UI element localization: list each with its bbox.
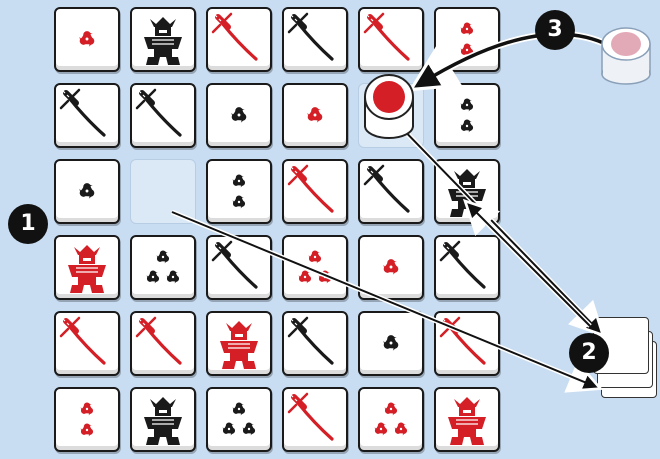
samurai-armor-icon [208, 313, 270, 374]
tomoe-icon [360, 237, 422, 298]
board-tile-samurai-black[interactable] [130, 7, 196, 72]
sword-icon [436, 313, 498, 374]
samurai-armor-icon [56, 237, 118, 298]
sword-icon [56, 85, 118, 146]
board-tile-tomoe-2-red[interactable] [434, 7, 500, 72]
tomoe-icon [56, 389, 118, 450]
board-tile-sword-red[interactable] [282, 159, 348, 224]
board-tile-samurai-red[interactable] [206, 311, 272, 376]
board-tile-sword-red[interactable] [434, 311, 500, 376]
board-tile-sword-red[interactable] [282, 387, 348, 452]
board-tile-sword-black[interactable] [130, 83, 196, 148]
board-tile-sword-red[interactable] [54, 311, 120, 376]
board-tile-sword-black[interactable] [434, 235, 500, 300]
tomoe-icon [284, 237, 346, 298]
sword-icon [284, 161, 346, 222]
sword-icon [284, 313, 346, 374]
board-tile-tomoe-1-red[interactable] [358, 235, 424, 300]
board-tile-tomoe-3-black[interactable] [206, 387, 272, 452]
board-tile-sword-black[interactable] [54, 83, 120, 148]
board-tile-sword-black[interactable] [282, 7, 348, 72]
sword-icon [284, 389, 346, 450]
board-tile-sword-red[interactable] [358, 7, 424, 72]
sword-icon [132, 313, 194, 374]
tomoe-icon [284, 85, 346, 146]
board-tile-tomoe-2-red[interactable] [54, 387, 120, 452]
board-tile-tomoe-2-black[interactable] [434, 83, 500, 148]
board-tile-tomoe-2-black[interactable] [206, 159, 272, 224]
tomoe-icon [208, 161, 270, 222]
board-tile-sword-black[interactable] [282, 311, 348, 376]
tomoe-icon [208, 85, 270, 146]
board-tile-samurai-black[interactable] [130, 387, 196, 452]
sword-icon [208, 237, 270, 298]
placed-token[interactable] [362, 70, 416, 142]
tomoe-icon [56, 161, 118, 222]
sword-icon [208, 9, 270, 70]
samurai-armor-icon [436, 161, 498, 222]
board-tile-sword-red[interactable] [130, 311, 196, 376]
board-tile-samurai-red[interactable] [54, 235, 120, 300]
board-tile-samurai-red[interactable] [434, 387, 500, 452]
sword-icon [360, 161, 422, 222]
tomoe-icon [360, 313, 422, 374]
tomoe-icon [208, 389, 270, 450]
sword-icon [436, 237, 498, 298]
tomoe-icon [436, 85, 498, 146]
board-tile-tomoe-1-black[interactable] [358, 311, 424, 376]
board-tile-sword-black[interactable] [358, 159, 424, 224]
sword-icon [132, 85, 194, 146]
board-tile-tomoe-1-red[interactable] [282, 83, 348, 148]
board-tile-samurai-black[interactable] [434, 159, 500, 224]
board-tile-sword-black[interactable] [206, 235, 272, 300]
samurai-armor-icon [132, 9, 194, 70]
board-tile-tomoe-1-black[interactable] [206, 83, 272, 148]
sword-icon [360, 9, 422, 70]
board-tile-tomoe-3-red[interactable] [358, 387, 424, 452]
tomoe-icon [436, 9, 498, 70]
step-badge-1: 1 [8, 204, 48, 244]
board-tile-tomoe-3-red[interactable] [282, 235, 348, 300]
tomoe-icon [132, 237, 194, 298]
sword-icon [56, 313, 118, 374]
tomoe-icon [360, 389, 422, 450]
empty-slot[interactable] [130, 159, 196, 224]
tomoe-icon [56, 9, 118, 70]
sword-icon [284, 9, 346, 70]
samurai-armor-icon [436, 389, 498, 450]
samurai-armor-icon [132, 389, 194, 450]
board-tile-tomoe-1-red[interactable] [54, 7, 120, 72]
board-tile-sword-red[interactable] [206, 7, 272, 72]
step-badge-2: 2 [569, 333, 609, 373]
board-tile-tomoe-3-black[interactable] [130, 235, 196, 300]
supply-token[interactable] [598, 24, 654, 86]
step-badge-3: 3 [535, 10, 575, 50]
board-tile-tomoe-1-black[interactable] [54, 159, 120, 224]
